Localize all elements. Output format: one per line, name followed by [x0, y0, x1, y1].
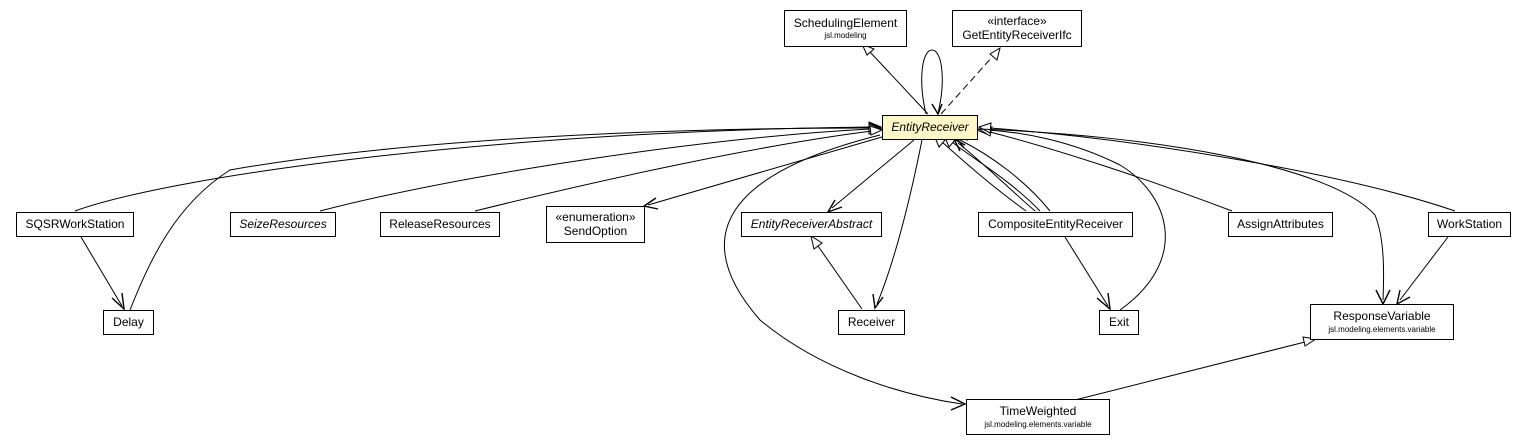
node-sqsr-work-station[interactable]: SQSRWorkStation: [16, 212, 134, 237]
edge-compositeentityreceiver-to-entityreceiver-2: [954, 135, 1051, 212]
node-receiver[interactable]: Receiver: [838, 310, 905, 335]
node-get-entity-receiver-ifc[interactable]: «interface» GetEntityReceiverIfc: [952, 10, 1082, 47]
class-name: EntityReceiverAbstract: [750, 216, 873, 231]
class-name: EntityReceiver: [891, 119, 969, 134]
node-seize-resources[interactable]: SeizeResources: [230, 212, 336, 237]
edge-timeweighted-extends-responsevariable: [1074, 336, 1318, 401]
package-name: jsl.modeling.elements.variable: [984, 419, 1092, 429]
edge-receiver-extends-entityreceiverabstract: [810, 234, 863, 310]
edge-compositeentityreceiver-to-entityreceiver-3: [952, 137, 1036, 212]
class-name: ResponseVariable: [1333, 309, 1431, 323]
edge-workstation-to-responsevariable: [1395, 236, 1449, 306]
node-assign-attributes[interactable]: AssignAttributes: [1228, 212, 1333, 237]
package-name: jsl.modeling.elements.variable: [1328, 324, 1436, 334]
edge-entityreceiver-self: [921, 49, 943, 116]
node-entity-receiver[interactable]: EntityReceiver: [882, 115, 978, 140]
edge-entityreceiverabstract-implements-entityreceiver: [933, 134, 1027, 212]
package-name: jsl.modeling: [824, 31, 867, 41]
class-name: SeizeResources: [239, 216, 327, 231]
edge-entityreceiver-implements-getentityreceiverifc: [940, 46, 1001, 115]
edge-workstation-extends-entityreceiver: [977, 122, 1456, 212]
node-time-weighted[interactable]: TimeWeighted jsl.modeling.elements.varia…: [966, 399, 1110, 435]
edge-sqsrworkstation-to-delay: [80, 236, 125, 311]
edge-releaseresources-extends-entityreceiver: [474, 125, 884, 212]
node-scheduling-element[interactable]: SchedulingElement jsl.modeling: [784, 10, 907, 47]
stereotype-label: «enumeration»: [555, 209, 636, 224]
edge-compositeentityreceiver-to-exit: [1064, 236, 1111, 311]
class-name: SchedulingElement: [793, 15, 898, 30]
node-send-option[interactable]: «enumeration» SendOption: [546, 206, 645, 243]
stereotype-label: «interface»: [987, 13, 1047, 28]
node-exit[interactable]: Exit: [1099, 310, 1139, 335]
node-composite-entity-receiver[interactable]: CompositeEntityReceiver: [978, 212, 1133, 237]
class-name: TimeWeighted: [999, 404, 1077, 418]
class-name: WorkStation: [1436, 216, 1503, 231]
class-name: Receiver: [847, 314, 896, 329]
class-name: Delay: [113, 314, 144, 329]
class-name: CompositeEntityReceiver: [988, 216, 1123, 231]
class-name: GetEntityReceiverIfc: [962, 27, 1072, 42]
class-name: Exit: [1108, 314, 1129, 329]
edge-entityreceiver-to-entityreceiverabstract: [826, 139, 915, 214]
node-work-station[interactable]: WorkStation: [1428, 212, 1511, 237]
node-response-variable[interactable]: ResponseVariable jsl.modeling.elements.v…: [1310, 304, 1454, 340]
class-name: SendOption: [563, 223, 628, 238]
class-name: SQSRWorkStation: [25, 216, 125, 231]
class-name: ReleaseResources: [389, 216, 491, 231]
class-name: AssignAttributes: [1237, 216, 1324, 231]
node-delay[interactable]: Delay: [103, 310, 154, 335]
edge-entityreceiver-extends-schedulingelement: [861, 43, 929, 115]
node-release-resources[interactable]: ReleaseResources: [380, 212, 500, 237]
edge-entityreceiver-to-timeweighted: [724, 134, 967, 411]
edge-entityreceiver-to-receiver: [872, 139, 923, 310]
node-entity-receiver-abstract[interactable]: EntityReceiverAbstract: [741, 212, 882, 237]
